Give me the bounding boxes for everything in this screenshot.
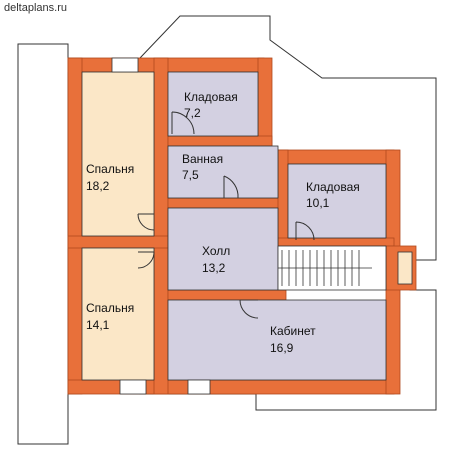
- staircase: [277, 245, 413, 291]
- window-top-bedroom: [111, 57, 139, 73]
- room-bedroom-lower[interactable]: [81, 247, 155, 381]
- label-storage-right-area: 10,1: [306, 196, 330, 210]
- wall-bottom: [67, 379, 395, 395]
- label-hall-area: 13,2: [202, 261, 226, 275]
- label-storage-right-name: Кладовая: [306, 180, 360, 194]
- stair-treads: [278, 250, 372, 286]
- door-bathroom[interactable]: [223, 175, 239, 199]
- label-bathroom-name: Ванная: [182, 152, 223, 166]
- label-study-name: Кабинет: [270, 324, 316, 338]
- room-storage-top[interactable]: [167, 71, 259, 137]
- room-bathroom[interactable]: [167, 145, 279, 199]
- label-storage-top-area: 7,2: [184, 106, 201, 120]
- wall-left: [67, 57, 83, 395]
- door-bedroom-lower[interactable]: [137, 251, 155, 269]
- wall-storage2-bottom: [277, 237, 395, 247]
- roof-left: [17, 43, 69, 445]
- label-study-area: 16,9: [270, 341, 294, 355]
- label-storage-top-name: Кладовая: [184, 90, 238, 104]
- door-storage-right[interactable]: [295, 221, 315, 241]
- room-study[interactable]: [167, 299, 387, 381]
- label-bedroom-upper-area: 18,2: [86, 179, 110, 193]
- window-bottom-study: [187, 379, 211, 395]
- stair-window: [397, 251, 413, 285]
- wall-right-top: [271, 149, 395, 165]
- door-study[interactable]: [239, 299, 259, 319]
- label-bedroom-lower-name: Спальня: [86, 301, 134, 315]
- wall-storage-bath: [167, 135, 273, 147]
- label-bedroom-upper-name: Спальня: [86, 162, 134, 176]
- room-labels: Кладовая 7,2 Спальня 18,2 Ванная 7,5 Кла…: [86, 90, 360, 355]
- wall-hall-study: [167, 289, 287, 301]
- wall-storage2-left: [277, 149, 289, 243]
- doors: [137, 111, 315, 319]
- label-bathroom-area: 7,5: [182, 168, 199, 182]
- rooms: [81, 71, 387, 381]
- label-hall-name: Холл: [202, 244, 230, 258]
- label-bedroom-lower-area: 14,1: [86, 318, 110, 332]
- room-storage-right[interactable]: [287, 163, 387, 239]
- wall-bath-hall: [167, 197, 287, 209]
- site-watermark: deltaplans.ru: [4, 2, 67, 14]
- door-storage-top[interactable]: [171, 111, 195, 135]
- wall-mid-vertical: [153, 57, 169, 395]
- window-bottom-bedroom: [119, 379, 147, 395]
- door-bedroom-upper[interactable]: [137, 213, 155, 231]
- room-hall[interactable]: [167, 207, 279, 291]
- wall-bedroom-divider: [67, 235, 169, 249]
- windows: [111, 57, 211, 395]
- room-bedroom-upper[interactable]: [81, 71, 155, 237]
